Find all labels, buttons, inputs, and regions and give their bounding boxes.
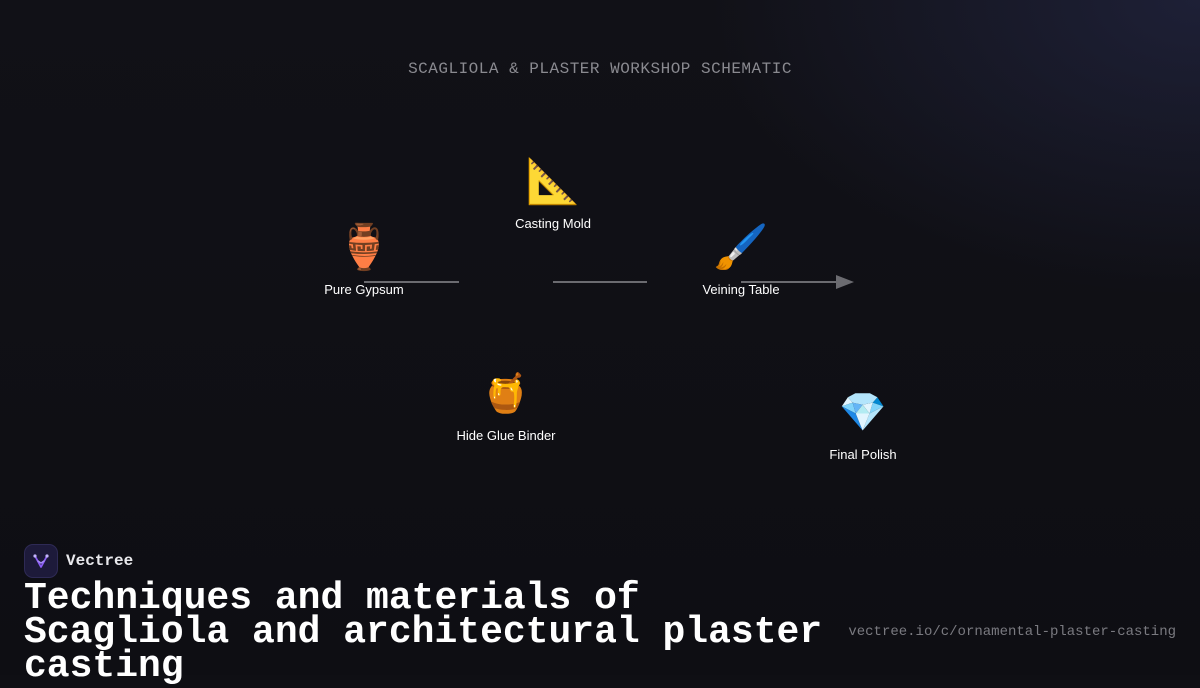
- gem-icon: 💎: [839, 392, 887, 434]
- node-label: Hide Glue Binder: [456, 428, 556, 443]
- paintbrush-icon: 🖌️: [713, 223, 769, 272]
- node-label: Final Polish: [829, 447, 897, 462]
- node-casting-mold: 📐 Casting Mold: [463, 156, 643, 231]
- node-label: Veining Table: [702, 282, 780, 297]
- triangular-ruler-icon: 📐: [525, 157, 581, 206]
- node-pure-gypsum: 🏺 Pure Gypsum: [274, 222, 454, 297]
- source-url[interactable]: vectree.io/c/ornamental-plaster-casting: [848, 624, 1176, 640]
- amphora-icon: 🏺: [336, 223, 392, 272]
- brand[interactable]: Vectree: [24, 544, 133, 578]
- node-veining-table: 🖌️ Veining Table: [651, 222, 831, 297]
- brand-name: Vectree: [66, 552, 134, 570]
- honey-pot-icon: 🍯: [482, 373, 530, 415]
- vectree-logo-icon: [24, 544, 58, 578]
- node-label: Pure Gypsum: [324, 282, 404, 297]
- diagram-title: SCAGLIOLA & PLASTER WORKSHOP SCHEMATIC: [408, 60, 792, 78]
- page-headline: Techniques and materials of Scagliola an…: [24, 577, 823, 688]
- node-label: Casting Mold: [515, 216, 591, 231]
- node-final-polish: 💎 Final Polish: [773, 387, 953, 462]
- node-hide-glue-binder: 🍯 Hide Glue Binder: [416, 368, 596, 443]
